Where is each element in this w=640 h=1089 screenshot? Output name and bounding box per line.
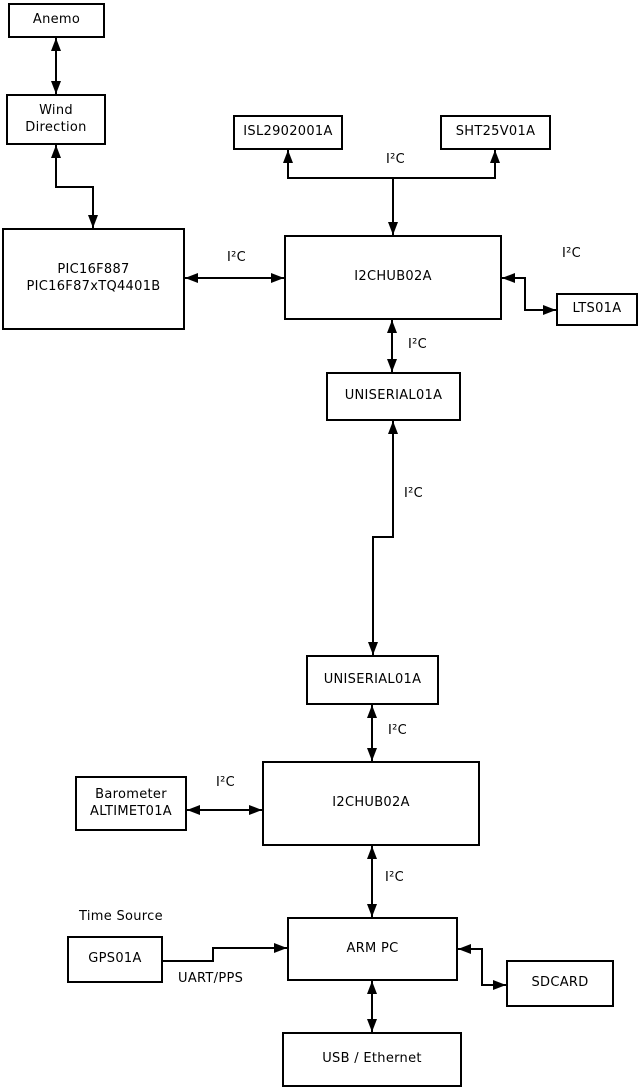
node-isl-sensor: ISL2902001A [233, 115, 343, 150]
edge-label-i2c-barometer: I²C [216, 775, 236, 790]
node-wind-direction: Wind Direction [6, 94, 106, 145]
node-gps: GPS01A [67, 936, 163, 983]
node-lts-sensor: LTS01A [556, 293, 638, 326]
node-i2c-hub-1: I2CHUB02A [284, 235, 502, 320]
edge-sensorbus-isl-sht [283, 150, 500, 179]
edge-label-i2c-uniserial-link: I²C [404, 486, 424, 501]
node-arm-pc: ARM PC [287, 917, 458, 981]
edge-label-i2c-pic-hub1: I²C [227, 250, 247, 265]
edge-label-i2c-uniserial2-hub2: I²C [388, 723, 408, 738]
edge-label-uart-pps: UART/PPS [178, 971, 244, 986]
edge-i2chub1-lts [502, 273, 556, 315]
edge-label-time-source: Time Source [79, 909, 163, 924]
edge-gps-armpc [163, 943, 287, 962]
node-sdcard: SDCARD [506, 960, 614, 1007]
edge-winddirection-pic [51, 145, 98, 228]
node-pic-microcontroller: PIC16F887 PIC16F87xTQ4401B [2, 228, 185, 330]
node-barometer: Barometer ALTIMET01A [75, 776, 187, 831]
node-uniserial-2: UNISERIAL01A [306, 655, 439, 705]
node-uniserial-1: UNISERIAL01A [326, 372, 461, 421]
node-i2c-hub-2: I2CHUB02A [262, 761, 480, 846]
node-anemo: Anemo [8, 3, 105, 38]
node-usb-ethernet: USB / Ethernet [282, 1032, 462, 1087]
edge-label-i2c-lts: I²C [562, 246, 582, 261]
node-sht-sensor: SHT25V01A [440, 115, 551, 150]
edge-armpc-sdcard [458, 944, 506, 990]
edge-uniserial1-uniserial2 [368, 421, 398, 655]
edge-label-i2c-hub1-uniserial1: I²C [408, 337, 428, 352]
edge-label-i2c-hub2-armpc: I²C [385, 870, 405, 885]
edge-label-i2c-sensor-bus: I²C [386, 152, 406, 167]
